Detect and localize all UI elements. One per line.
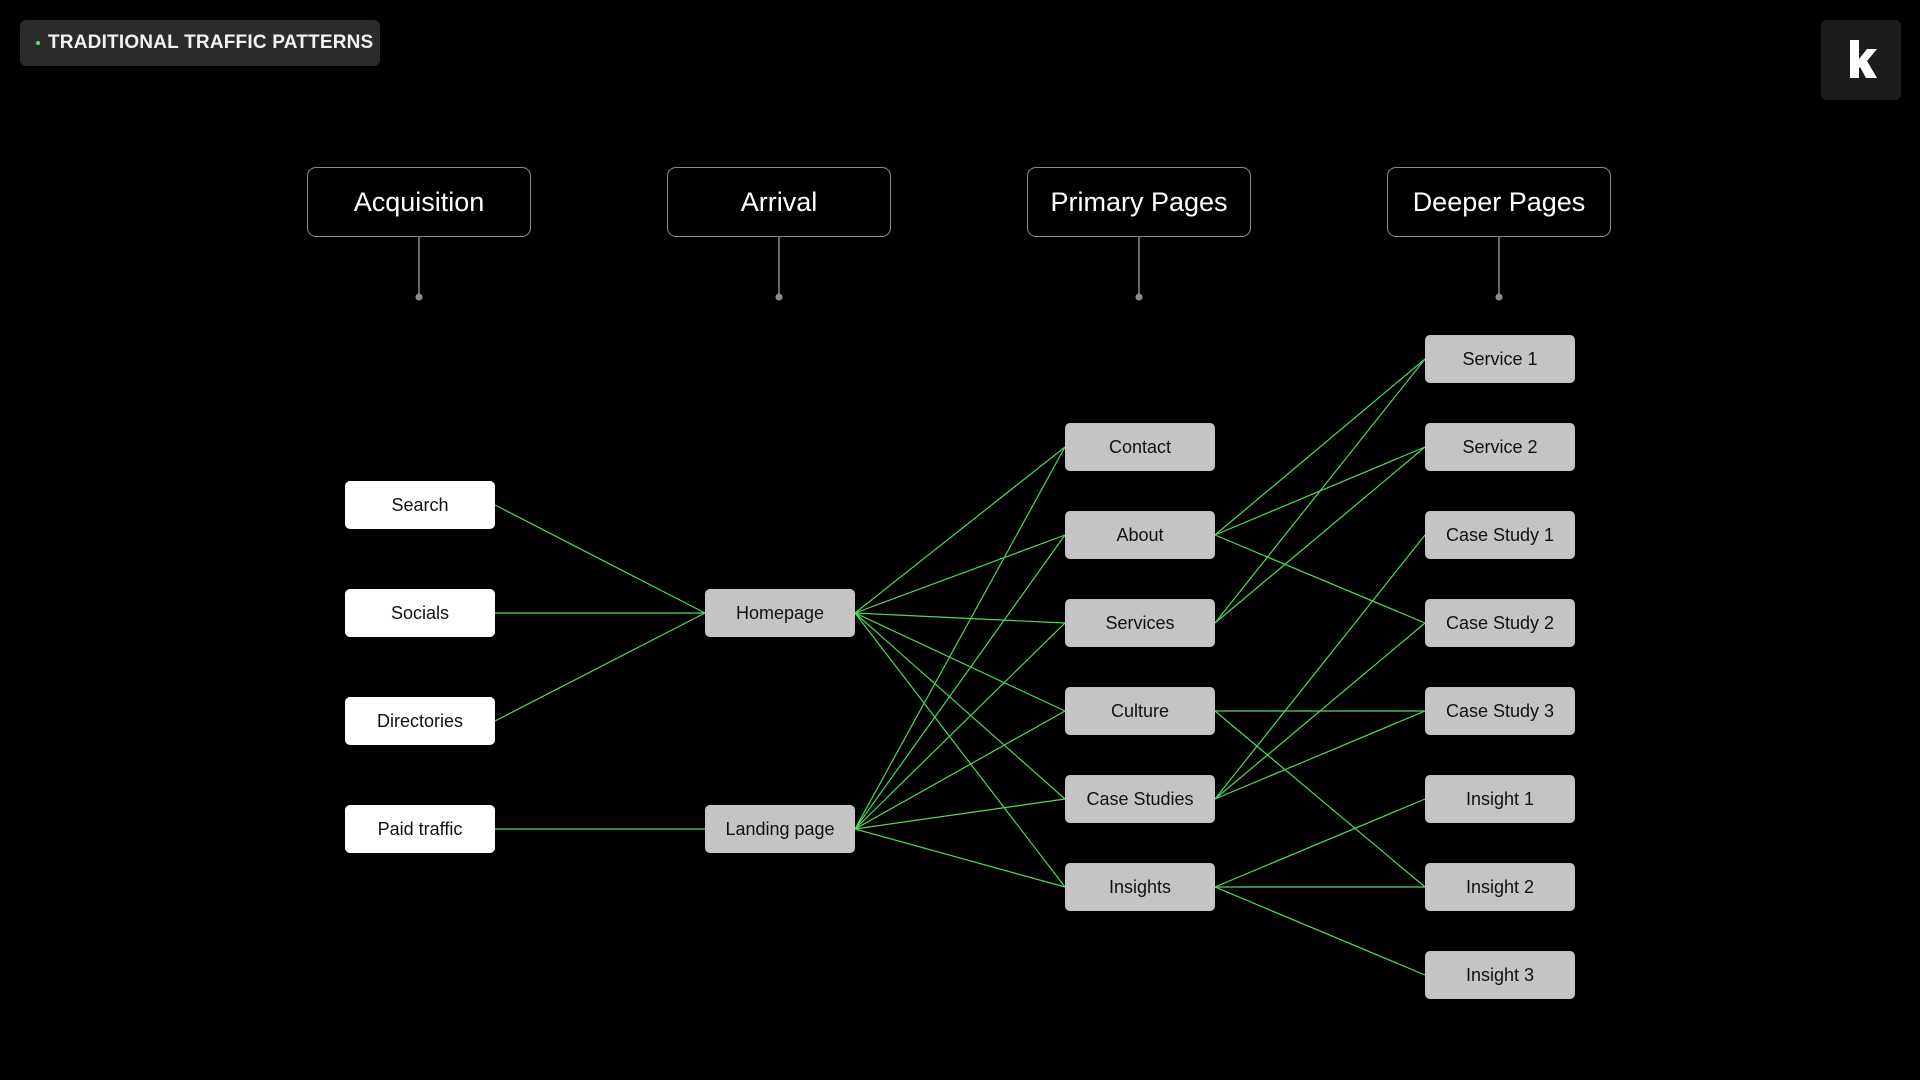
edge-homepage-to-contact bbox=[854, 446, 1066, 614]
node-insight-3: Insight 3 bbox=[1425, 951, 1575, 999]
k-logo-icon bbox=[1850, 40, 1877, 78]
node-insights: Insights bbox=[1065, 863, 1215, 911]
node-case-study-3: Case Study 3 bbox=[1425, 687, 1575, 735]
node-culture: Culture bbox=[1065, 687, 1215, 735]
edge-case_studies-to-case_study_2 bbox=[1214, 622, 1426, 800]
node-case-studies: Case Studies bbox=[1065, 775, 1215, 823]
column-stem-dot-acquisition bbox=[415, 293, 423, 301]
node-homepage: Homepage bbox=[705, 589, 855, 637]
node-about: About bbox=[1065, 511, 1215, 559]
column-stem-dot-arrival bbox=[775, 293, 783, 301]
edge-homepage-to-services bbox=[854, 612, 1066, 624]
edge-landing_page-to-case_studies bbox=[854, 798, 1066, 830]
edge-search-to-homepage bbox=[494, 504, 706, 614]
logo-button[interactable] bbox=[1821, 20, 1901, 100]
edge-case_studies-to-case_study_3 bbox=[1214, 710, 1426, 800]
edge-culture-to-insight_2 bbox=[1214, 710, 1426, 888]
edge-homepage-to-insights bbox=[854, 612, 1066, 888]
node-contact: Contact bbox=[1065, 423, 1215, 471]
edge-homepage-to-about bbox=[854, 534, 1066, 614]
edge-directories-to-homepage bbox=[494, 612, 706, 722]
status-dot-icon bbox=[36, 41, 40, 45]
edge-homepage-to-culture bbox=[854, 612, 1066, 712]
node-socials: Socials bbox=[345, 589, 495, 637]
edge-landing_page-to-about bbox=[854, 534, 1066, 830]
node-case-study-1: Case Study 1 bbox=[1425, 511, 1575, 559]
node-directories: Directories bbox=[345, 697, 495, 745]
node-services: Services bbox=[1065, 599, 1215, 647]
edge-landing_page-to-culture bbox=[854, 710, 1066, 830]
node-paid-traffic: Paid traffic bbox=[345, 805, 495, 853]
node-search: Search bbox=[345, 481, 495, 529]
node-insight-2: Insight 2 bbox=[1425, 863, 1575, 911]
edge-insights-to-insight_3 bbox=[1214, 886, 1426, 976]
edge-landing_page-to-services bbox=[854, 622, 1066, 830]
column-header-acquisition: Acquisition bbox=[307, 167, 531, 237]
edge-landing_page-to-contact bbox=[854, 446, 1066, 830]
column-stem-dot-deeper bbox=[1495, 293, 1503, 301]
edge-landing_page-to-insights bbox=[854, 828, 1066, 888]
node-landing-page: Landing page bbox=[705, 805, 855, 853]
node-case-study-2: Case Study 2 bbox=[1425, 599, 1575, 647]
edge-services-to-service_1 bbox=[1214, 358, 1426, 624]
node-insight-1: Insight 1 bbox=[1425, 775, 1575, 823]
title-badge-label: TRADITIONAL TRAFFIC PATTERNS bbox=[48, 32, 374, 53]
column-header-deeper-pages: Deeper Pages bbox=[1387, 167, 1611, 237]
edge-case_studies-to-case_study_1 bbox=[1214, 534, 1426, 800]
edge-services-to-service_2 bbox=[1214, 446, 1426, 624]
node-service-2: Service 2 bbox=[1425, 423, 1575, 471]
edge-about-to-case_study_2 bbox=[1214, 534, 1426, 624]
edge-homepage-to-case_studies bbox=[854, 612, 1066, 800]
edge-insights-to-insight_1 bbox=[1214, 798, 1426, 888]
title-badge: TRADITIONAL TRAFFIC PATTERNS bbox=[20, 20, 380, 66]
column-stem-dot-primary bbox=[1135, 293, 1143, 301]
edge-about-to-service_1 bbox=[1214, 358, 1426, 536]
column-header-arrival: Arrival bbox=[667, 167, 891, 237]
node-service-1: Service 1 bbox=[1425, 335, 1575, 383]
column-header-primary-pages: Primary Pages bbox=[1027, 167, 1251, 237]
